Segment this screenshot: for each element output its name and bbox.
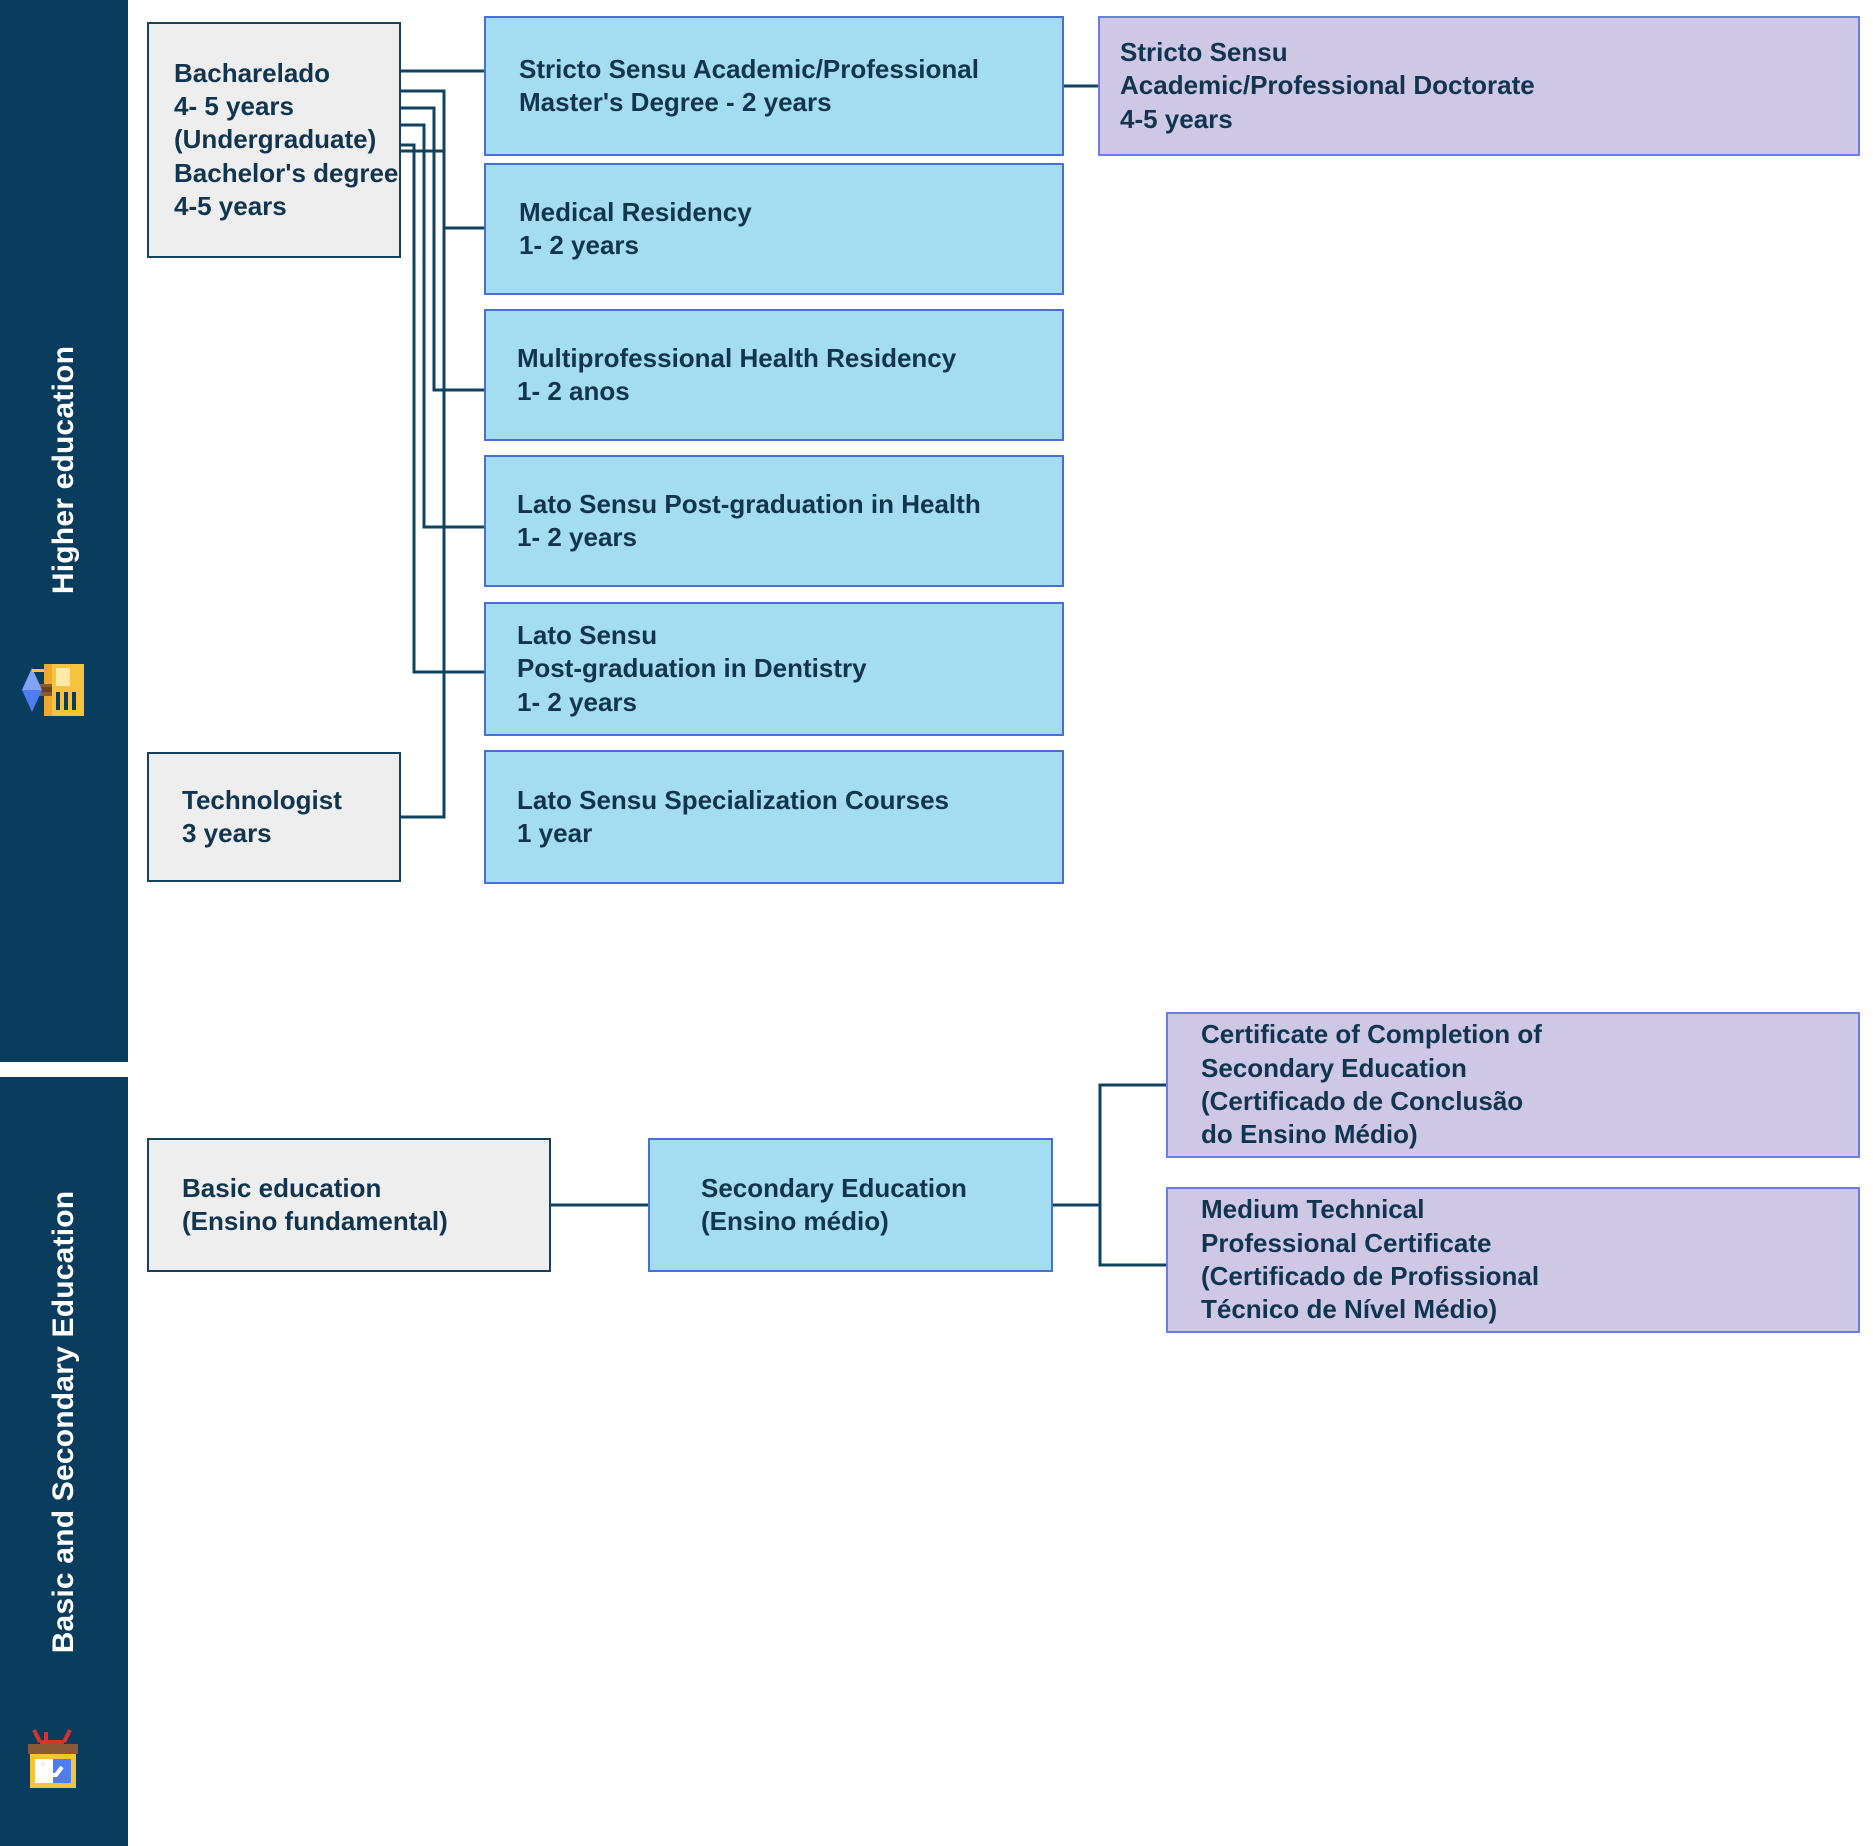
node-medium-technical-certificate-text: Medium Technical Professional Certificat… (1201, 1194, 1540, 1325)
node-doctorate[interactable]: Stricto Sensu Academic/Professional Doct… (1098, 16, 1860, 156)
node-lato-sensu-dentistry-text: Lato Sensu Post-graduation in Dentistry … (517, 620, 867, 717)
node-secondary-education[interactable]: Secondary Education (Ensino médio) (648, 1138, 1053, 1272)
node-lato-sensu-health-text: Lato Sensu Post-graduation in Health 1- … (517, 488, 981, 552)
node-certificate-completion-secondary-text: Certificate of Completion of Secondary E… (1201, 1019, 1542, 1150)
school-icon: * (28, 1729, 78, 1788)
node-lato-sensu-dentistry[interactable]: Lato Sensu Post-graduation in Dentistry … (484, 602, 1064, 736)
node-lato-sensu-specialization-courses[interactable]: Lato Sensu Specialization Courses 1 year (484, 750, 1064, 884)
university-icon (22, 664, 84, 716)
svg-text:*: * (39, 1760, 54, 1767)
node-masters-degree[interactable]: Stricto Sensu Academic/Professional Mast… (484, 16, 1064, 156)
node-bacharelado[interactable]: Bacharelado 4- 5 years (Undergraduate) B… (147, 22, 401, 258)
node-technologist-text: Technologist 3 years (182, 784, 342, 848)
node-bacharelado-text: Bacharelado 4- 5 years (Undergraduate) B… (174, 57, 399, 221)
node-secondary-education-text: Secondary Education (Ensino médio) (701, 1172, 967, 1236)
node-medical-residency-text: Medical Residency 1- 2 years (519, 196, 752, 260)
node-doctorate-text: Stricto Sensu Academic/Professional Doct… (1120, 37, 1535, 134)
rail-higher-education-label: Higher education (47, 345, 80, 595)
node-certificate-completion-secondary[interactable]: Certificate of Completion of Secondary E… (1166, 1012, 1860, 1158)
node-multiprofessional-health-residency[interactable]: Multiprofessional Health Residency 1- 2 … (484, 309, 1064, 441)
node-multiprofessional-health-residency-text: Multiprofessional Health Residency 1- 2 … (517, 342, 957, 406)
node-medical-residency[interactable]: Medical Residency 1- 2 years (484, 163, 1064, 295)
node-medium-technical-certificate[interactable]: Medium Technical Professional Certificat… (1166, 1187, 1860, 1333)
rail-higher-education: Higher education (0, 0, 128, 1062)
node-masters-degree-text: Stricto Sensu Academic/Professional Mast… (519, 53, 979, 117)
node-basic-education-text: Basic education (Ensino fundamental) (182, 1172, 448, 1236)
rail-basic-secondary-education-label: Basic and Secondary Education (47, 1190, 80, 1654)
rail-basic-secondary-education: Basic and Secondary Education * (0, 1077, 128, 1846)
node-technologist[interactable]: Technologist 3 years (147, 752, 401, 882)
node-lato-sensu-health[interactable]: Lato Sensu Post-graduation in Health 1- … (484, 455, 1064, 587)
node-lato-sensu-specialization-courses-text: Lato Sensu Specialization Courses 1 year (517, 784, 949, 848)
node-basic-education[interactable]: Basic education (Ensino fundamental) (147, 1138, 551, 1272)
